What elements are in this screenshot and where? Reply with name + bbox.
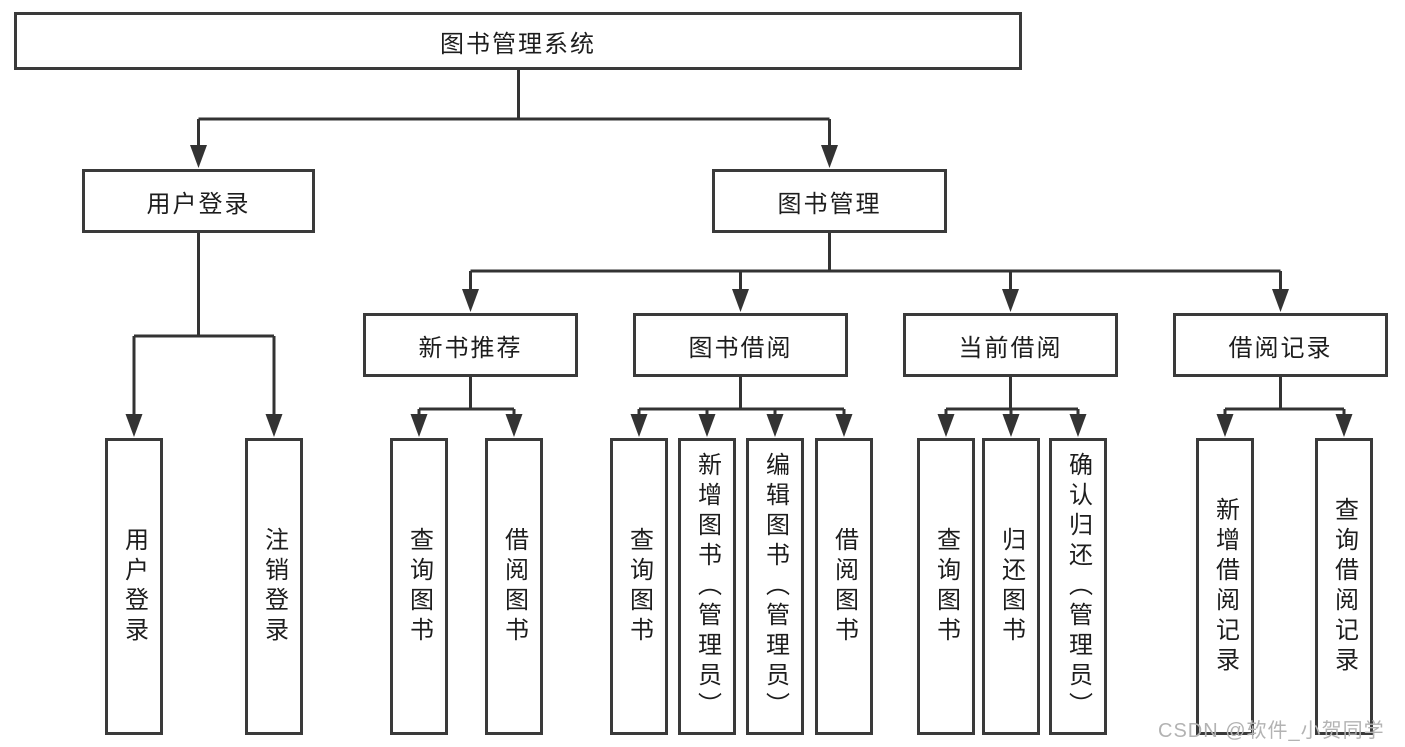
arrowhead bbox=[1002, 289, 1019, 312]
leaf-newrec-borrow-books: 借阅图书 bbox=[485, 438, 543, 735]
csdn-watermark: CSDN @软件_小贺同学 bbox=[1158, 720, 1385, 742]
connector-root-to-level2 bbox=[197, 70, 831, 147]
arrowhead bbox=[1002, 414, 1020, 437]
arrowhead bbox=[698, 414, 716, 437]
arrowhead bbox=[505, 414, 523, 437]
leaf-user-login: 用户登录 bbox=[105, 438, 163, 735]
connector-borrow-to-leaves bbox=[637, 377, 846, 418]
node-user-login: 用户登录 bbox=[82, 169, 315, 233]
leaf-borrow-borrow-books: 借阅图书 bbox=[815, 438, 873, 735]
arrowhead bbox=[265, 414, 283, 437]
leaf-logout: 注销登录 bbox=[245, 438, 303, 735]
node-new-book-recommendation: 新书推荐 bbox=[363, 313, 578, 377]
leaf-borrow-query-books: 查询图书 bbox=[610, 438, 668, 735]
leaf-records-add-borrow-record: 新增借阅记录 bbox=[1196, 438, 1254, 735]
connector-current-to-leaves bbox=[944, 377, 1080, 418]
leaf-current-return-books: 归还图书 bbox=[982, 438, 1040, 735]
leaf-current-confirm-return-admin: 确认归还（管理员） bbox=[1049, 438, 1107, 735]
leaf-borrow-edit-books-admin: 编辑图书（管理员） bbox=[746, 438, 804, 735]
arrowhead bbox=[1069, 414, 1087, 437]
leaf-records-query-borrow-record: 查询借阅记录 bbox=[1315, 438, 1373, 735]
connector-records-to-leaves bbox=[1223, 377, 1346, 418]
node-library-management-system: 图书管理系统 bbox=[14, 12, 1022, 70]
arrowhead bbox=[766, 414, 784, 437]
leaf-newrec-query-books: 查询图书 bbox=[390, 438, 448, 735]
connector-newrec-to-leaves bbox=[417, 377, 516, 418]
arrowhead bbox=[732, 289, 749, 312]
arrowhead bbox=[821, 145, 838, 168]
connector-login-to-leaves bbox=[132, 233, 276, 416]
arrowhead bbox=[937, 414, 955, 437]
arrowhead bbox=[125, 414, 143, 437]
arrowhead bbox=[1335, 414, 1353, 437]
leaf-current-query-books: 查询图书 bbox=[917, 438, 975, 735]
arrowhead bbox=[1272, 289, 1289, 312]
arrowheads bbox=[125, 145, 1353, 437]
arrowhead bbox=[190, 145, 207, 168]
node-book-management: 图书管理 bbox=[712, 169, 947, 233]
connector-paths bbox=[132, 70, 1346, 418]
connector-mgmt-to-level3 bbox=[469, 233, 1282, 291]
node-borrowing-records: 借阅记录 bbox=[1173, 313, 1388, 377]
node-current-borrowing: 当前借阅 bbox=[903, 313, 1118, 377]
node-book-borrowing: 图书借阅 bbox=[633, 313, 848, 377]
arrowhead bbox=[410, 414, 428, 437]
arrowhead bbox=[462, 289, 479, 312]
arrowhead bbox=[630, 414, 648, 437]
arrowhead bbox=[1216, 414, 1234, 437]
leaf-borrow-add-books-admin: 新增图书（管理员） bbox=[678, 438, 736, 735]
arrowhead bbox=[835, 414, 853, 437]
